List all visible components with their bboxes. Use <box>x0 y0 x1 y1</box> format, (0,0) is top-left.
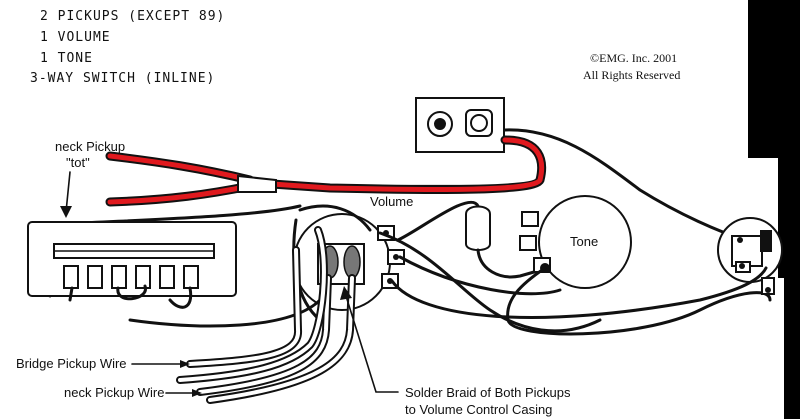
jack-right <box>717 217 783 295</box>
copyright-notice: ©EMG. Inc. 2001 All Rights Reserved <box>583 51 680 82</box>
scan-edge-shadow <box>748 0 800 419</box>
pickup-cables <box>176 226 356 404</box>
red-output-wire <box>105 128 747 242</box>
neck-pickup-note: "tot" <box>66 155 90 170</box>
rights-line: All Rights Reserved <box>583 68 680 82</box>
solder-callout: Solder Braid of Both Pickups to Volume C… <box>340 286 571 417</box>
jack-nut-icon <box>465 109 493 137</box>
solder-note-line2: to Volume Control Casing <box>405 402 552 417</box>
tone-pot-body <box>538 195 632 289</box>
tone-lugs <box>519 211 551 273</box>
wire-splice <box>237 174 277 193</box>
pickup-switch <box>27 204 302 309</box>
solder-braid-right <box>343 245 361 279</box>
handwritten-notes: 2 PICKUPS (EXCEPT 89) 1 VOLUME 1 TONE 3-… <box>30 9 225 86</box>
note-tone: 1 TONE <box>40 51 93 66</box>
note-volume: 1 VOLUME <box>40 30 111 45</box>
solder-note-line1: Solder Braid of Both Pickups <box>405 385 571 400</box>
neck-wire-label: neck Pickup Wire <box>64 385 164 400</box>
wire-labels: Bridge Pickup Wire neck Pickup Wire <box>16 356 202 400</box>
copyright-line: ©EMG. Inc. 2001 <box>590 51 677 65</box>
output-jack <box>415 97 505 153</box>
ground-wiring <box>128 204 768 333</box>
bridge-wire-label: Bridge Pickup Wire <box>16 356 127 371</box>
note-pickups: 2 PICKUPS (EXCEPT 89) <box>40 9 225 24</box>
neck-pickup-label: neck Pickup "tot" <box>55 139 125 218</box>
tone-pot: Tone <box>506 195 772 336</box>
volume-label: Volume <box>370 194 413 209</box>
tone-capacitor <box>396 200 550 279</box>
neck-pickup-title: neck Pickup <box>55 139 125 154</box>
note-switch: 3-WAY SWITCH (INLINE) <box>30 71 215 86</box>
tone-label: Tone <box>570 234 598 249</box>
